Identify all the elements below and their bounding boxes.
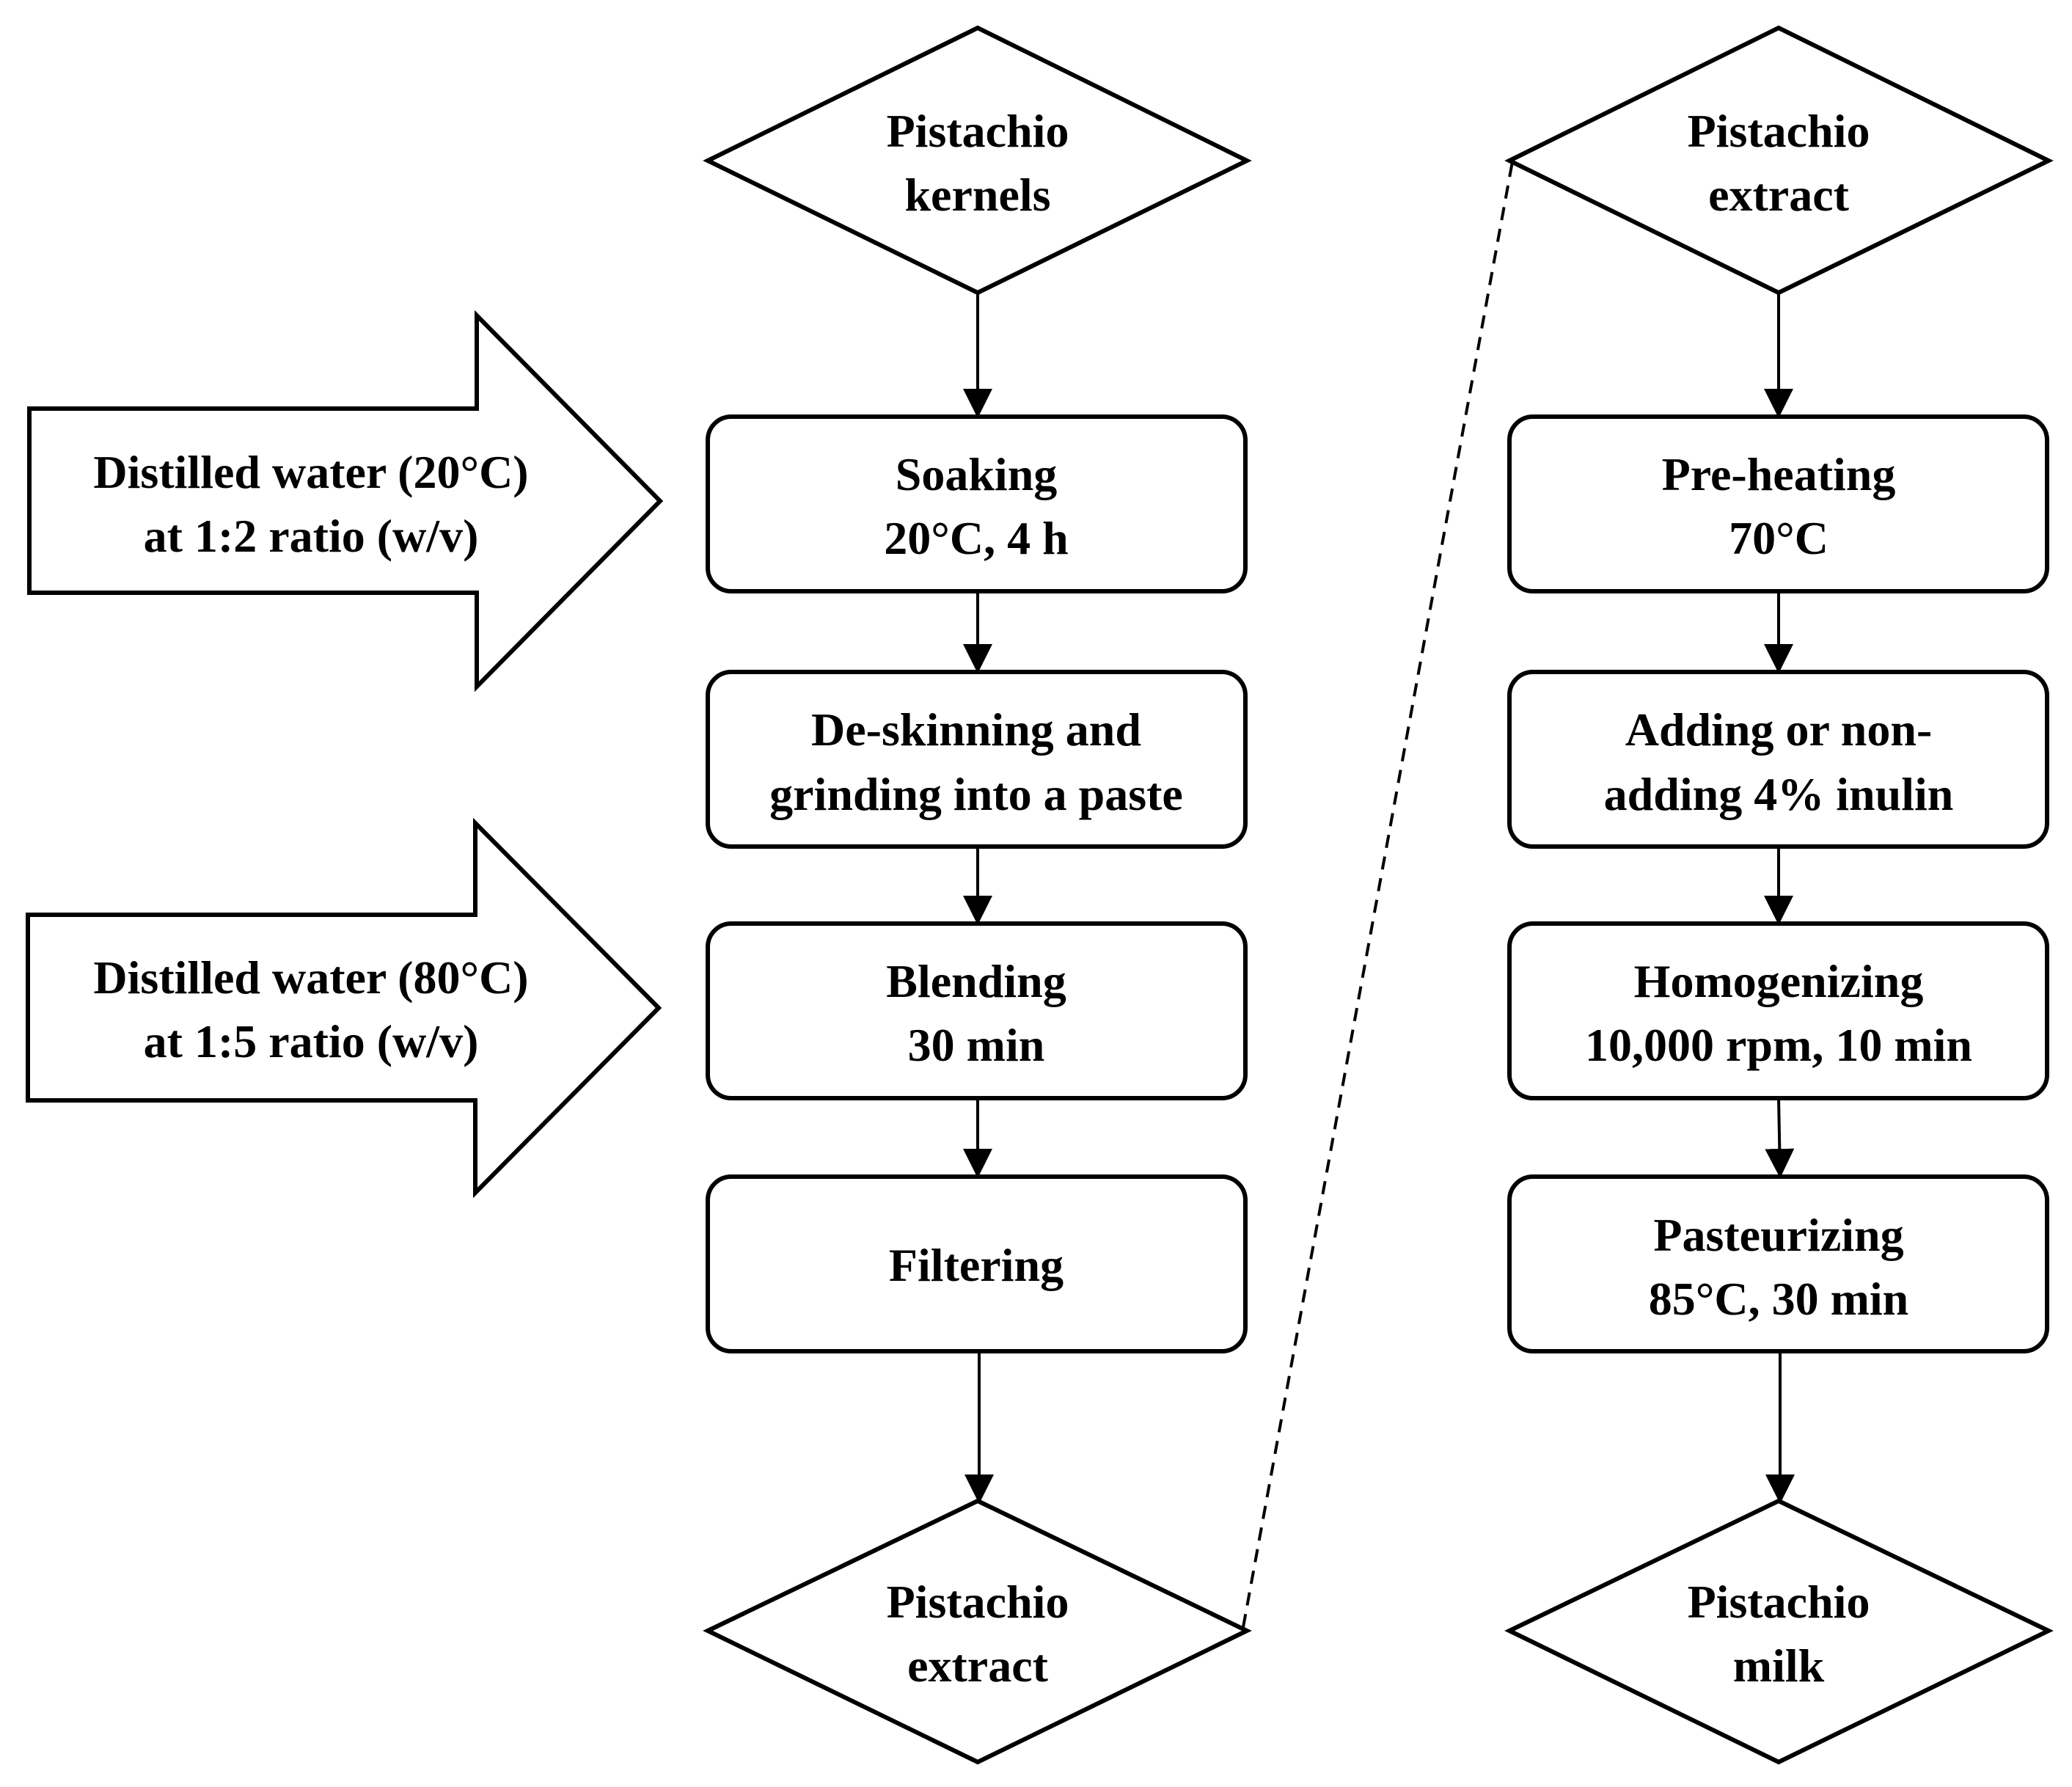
process-box	[1507, 414, 2049, 593]
step-inulin: Adding or non- adding 4% inulin	[1507, 670, 2049, 849]
step-blending-line2: 30 min	[908, 1019, 1045, 1071]
flow-arrow	[1765, 1097, 1795, 1178]
step-inulin-line1: Adding or non-	[1625, 704, 1933, 756]
input-water-80-line1: Distilled water (80°C)	[93, 951, 528, 1004]
diamond-shape	[1504, 25, 2054, 296]
process-box	[706, 414, 1248, 593]
step-preheating-line2: 70°C	[1729, 512, 1828, 564]
step-filtering: Filtering	[706, 1174, 1248, 1353]
process-box	[1507, 921, 2049, 1100]
step-filtering-line1: Filtering	[889, 1239, 1064, 1291]
left-end-line1: Pistachio	[887, 1576, 1069, 1628]
diamond-shape	[703, 1498, 1252, 1765]
step-homogenizing: Homogenizing 10,000 rpm, 10 min	[1507, 921, 2049, 1100]
step-pasteurizing-line2: 85°C, 30 min	[1649, 1273, 1909, 1325]
step-blending: Blending 30 min	[706, 921, 1248, 1100]
step-pasteurizing: Pasteurizing 85°C, 30 min	[1507, 1174, 2049, 1353]
step-preheating: Pre-heating 70°C	[1507, 414, 2049, 593]
process-box	[706, 1174, 1248, 1353]
right-start-line1: Pistachio	[1688, 105, 1870, 157]
step-soaking-line1: Soaking	[896, 448, 1058, 500]
right-end-line2: milk	[1733, 1640, 1825, 1692]
step-soaking: Soaking 20°C, 4 h	[706, 414, 1248, 593]
step-soaking-line2: 20°C, 4 h	[884, 512, 1068, 564]
input-water-80-line2: at 1:5 ratio (w/v)	[144, 1015, 479, 1067]
right-start-line2: extract	[1708, 169, 1850, 221]
step-homogenizing-line1: Homogenizing	[1634, 955, 1924, 1007]
block-arrow-shape	[27, 310, 664, 692]
step-inulin-line2: adding 4% inulin	[1604, 768, 1954, 820]
step-deskinning-line2: grinding into a paste	[769, 768, 1183, 820]
input-water-20-line1: Distilled water (20°C)	[93, 446, 528, 498]
input-arrow-water-80: Distilled water (80°C) at 1:5 ratio (w/v…	[26, 817, 662, 1199]
input-arrow-water-20: Distilled water (20°C) at 1:2 ratio (w/v…	[27, 310, 664, 692]
left-start-diamond: Pistachio kernels	[703, 25, 1252, 296]
step-pasteurizing-line1: Pasteurizing	[1653, 1209, 1903, 1261]
left-end-diamond: Pistachio extract	[703, 1498, 1252, 1765]
process-box	[706, 670, 1248, 849]
process-box	[706, 921, 1248, 1100]
diamond-shape	[1504, 1498, 2054, 1765]
input-water-20-line2: at 1:2 ratio (w/v)	[144, 510, 479, 562]
block-arrow-shape	[26, 817, 662, 1199]
diamond-shape	[703, 25, 1252, 296]
step-deskinning-line1: De-skinning and	[811, 704, 1141, 756]
right-end-diamond: Pistachio milk	[1504, 1498, 2054, 1765]
right-end-line1: Pistachio	[1688, 1576, 1870, 1628]
step-blending-line1: Blending	[886, 955, 1066, 1007]
step-homogenizing-line2: 10,000 rpm, 10 min	[1585, 1019, 1972, 1071]
left-start-line1: Pistachio	[887, 105, 1069, 157]
left-end-line2: extract	[907, 1640, 1049, 1692]
continuation-dashed-line	[1242, 157, 1515, 1628]
left-start-line2: kernels	[904, 169, 1050, 221]
step-deskinning: De-skinning and grinding into a paste	[706, 670, 1248, 849]
process-box	[1507, 670, 2049, 849]
right-start-diamond: Pistachio extract	[1504, 25, 2054, 296]
process-box	[1507, 1174, 2049, 1353]
step-preheating-line1: Pre-heating	[1662, 448, 1896, 500]
